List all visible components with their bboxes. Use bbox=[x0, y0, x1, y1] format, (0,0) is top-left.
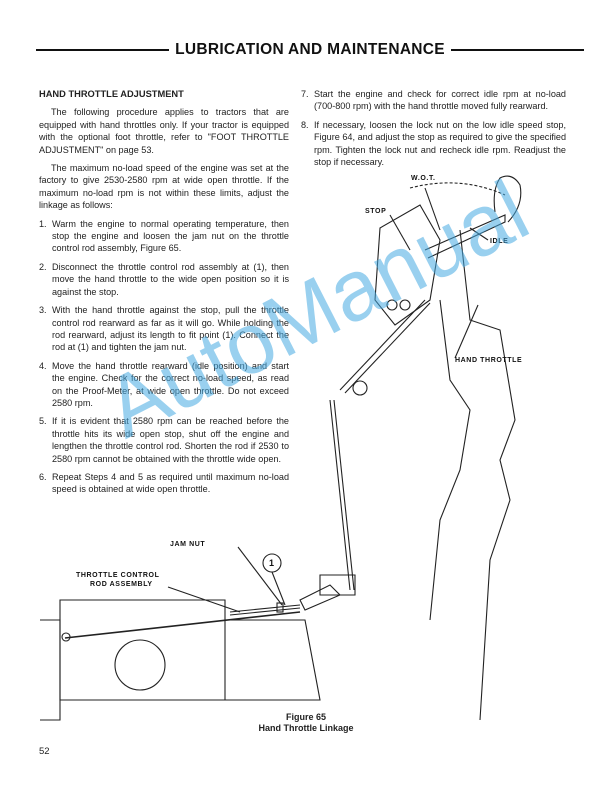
step-number: 8. bbox=[301, 119, 309, 130]
throttle-bracket bbox=[374, 204, 441, 326]
rod-upper bbox=[344, 302, 431, 394]
throttle-control-rod bbox=[229, 607, 301, 616]
lever-knob bbox=[493, 175, 522, 223]
right-column: 7. Start the engine and check for correct… bbox=[301, 88, 566, 174]
label-wot: W.O.T. bbox=[411, 175, 436, 182]
leader-rod bbox=[167, 586, 241, 613]
engine-side bbox=[40, 619, 61, 721]
procedure-step: 8. If necessary, loosen the lock nut on t… bbox=[301, 119, 566, 169]
leader-wot bbox=[424, 187, 441, 231]
leader-idle bbox=[469, 227, 489, 241]
label-idle: IDLE bbox=[490, 238, 509, 245]
page-number: 52 bbox=[39, 746, 50, 757]
rod-end bbox=[61, 632, 71, 642]
step-number: 7. bbox=[301, 89, 309, 99]
leader-stop bbox=[389, 214, 411, 251]
procedure-step: 5. If it is evident that 2580 rpm can be … bbox=[39, 415, 289, 465]
procedure-step: 7. Start the engine and check for correct… bbox=[301, 88, 566, 113]
label-rod-line2: ROD ASSEMBLY bbox=[90, 581, 153, 588]
step-text: If necessary, loosen the lock nut on the… bbox=[314, 119, 566, 168]
step-text: Disconnect the throttle control rod asse… bbox=[52, 261, 289, 297]
procedure-step: 3. With the hand throttle against the sto… bbox=[39, 304, 289, 354]
figure-caption: Hand Throttle Linkage bbox=[258, 723, 354, 733]
step-number: 3. bbox=[39, 305, 47, 316]
section-heading: HAND THROTTLE ADJUSTMENT bbox=[39, 89, 184, 99]
wot-arc bbox=[409, 182, 506, 196]
step-number: 5. bbox=[39, 416, 47, 427]
pivot bbox=[352, 380, 368, 396]
fender-outline bbox=[459, 229, 516, 721]
header-rule-right bbox=[450, 49, 585, 51]
step-number: 2. bbox=[39, 261, 47, 272]
paragraph: The maximum no-load speed of the engine … bbox=[39, 163, 289, 211]
procedure-step: 2. Disconnect the throttle control rod as… bbox=[39, 261, 289, 298]
step-text: Repeat Steps 4 and 5 as required until m… bbox=[52, 471, 289, 495]
step-text: Move the hand throttle rearward (idle po… bbox=[52, 360, 289, 408]
callout-number: 1 bbox=[269, 558, 275, 568]
engine-circle bbox=[114, 639, 166, 691]
step-text: With the hand throttle against the stop,… bbox=[52, 305, 289, 353]
throttle-control-rod bbox=[229, 604, 301, 613]
step-text: Start the engine and check for correct i… bbox=[314, 89, 566, 112]
housing bbox=[225, 619, 321, 701]
body-outline bbox=[429, 299, 471, 621]
section-header: LUBRICATION AND MAINTENANCE bbox=[36, 41, 585, 59]
label-hand-throttle: HAND THROTTLE bbox=[455, 357, 523, 364]
step-text: Warm the engine to normal operating temp… bbox=[52, 218, 289, 254]
label-jam-nut: JAM NUT bbox=[170, 541, 206, 548]
leader-callout bbox=[271, 571, 286, 606]
leader-jam-nut bbox=[237, 546, 283, 606]
bellcrank-bracket bbox=[319, 574, 356, 596]
governor-rod bbox=[64, 611, 301, 639]
leader-hand-throttle bbox=[454, 304, 479, 359]
label-rod-line1: THROTTLE CONTROL bbox=[76, 572, 160, 579]
bolt bbox=[386, 299, 398, 311]
throttle-lever bbox=[424, 214, 506, 259]
label-stop: STOP bbox=[365, 208, 387, 215]
step-number: 1. bbox=[39, 218, 47, 229]
paragraph: The following procedure applies to tract… bbox=[39, 107, 289, 155]
figure-number: Figure 65 bbox=[285, 712, 326, 722]
step-number: 4. bbox=[39, 360, 47, 371]
procedure-step: 1. Warm the engine to normal operating te… bbox=[39, 218, 289, 255]
bolt bbox=[399, 299, 411, 311]
left-column: HAND THROTTLE ADJUSTMENT The following p… bbox=[39, 88, 289, 502]
procedure-step: 6. Repeat Steps 4 and 5 as required until… bbox=[39, 471, 289, 496]
header-rule-left bbox=[36, 49, 170, 51]
procedure-step: 4. Move the hand throttle rearward (idle … bbox=[39, 360, 289, 410]
rod-vertical bbox=[329, 399, 351, 591]
section-title: LUBRICATION AND MAINTENANCE bbox=[175, 41, 445, 58]
step-number: 6. bbox=[39, 471, 47, 482]
step-text: If it is evident that 2580 rpm can be re… bbox=[52, 416, 289, 464]
rod-vertical bbox=[333, 399, 355, 591]
rod-upper bbox=[339, 299, 426, 391]
bellcrank bbox=[299, 584, 341, 611]
engine-block bbox=[59, 599, 226, 701]
